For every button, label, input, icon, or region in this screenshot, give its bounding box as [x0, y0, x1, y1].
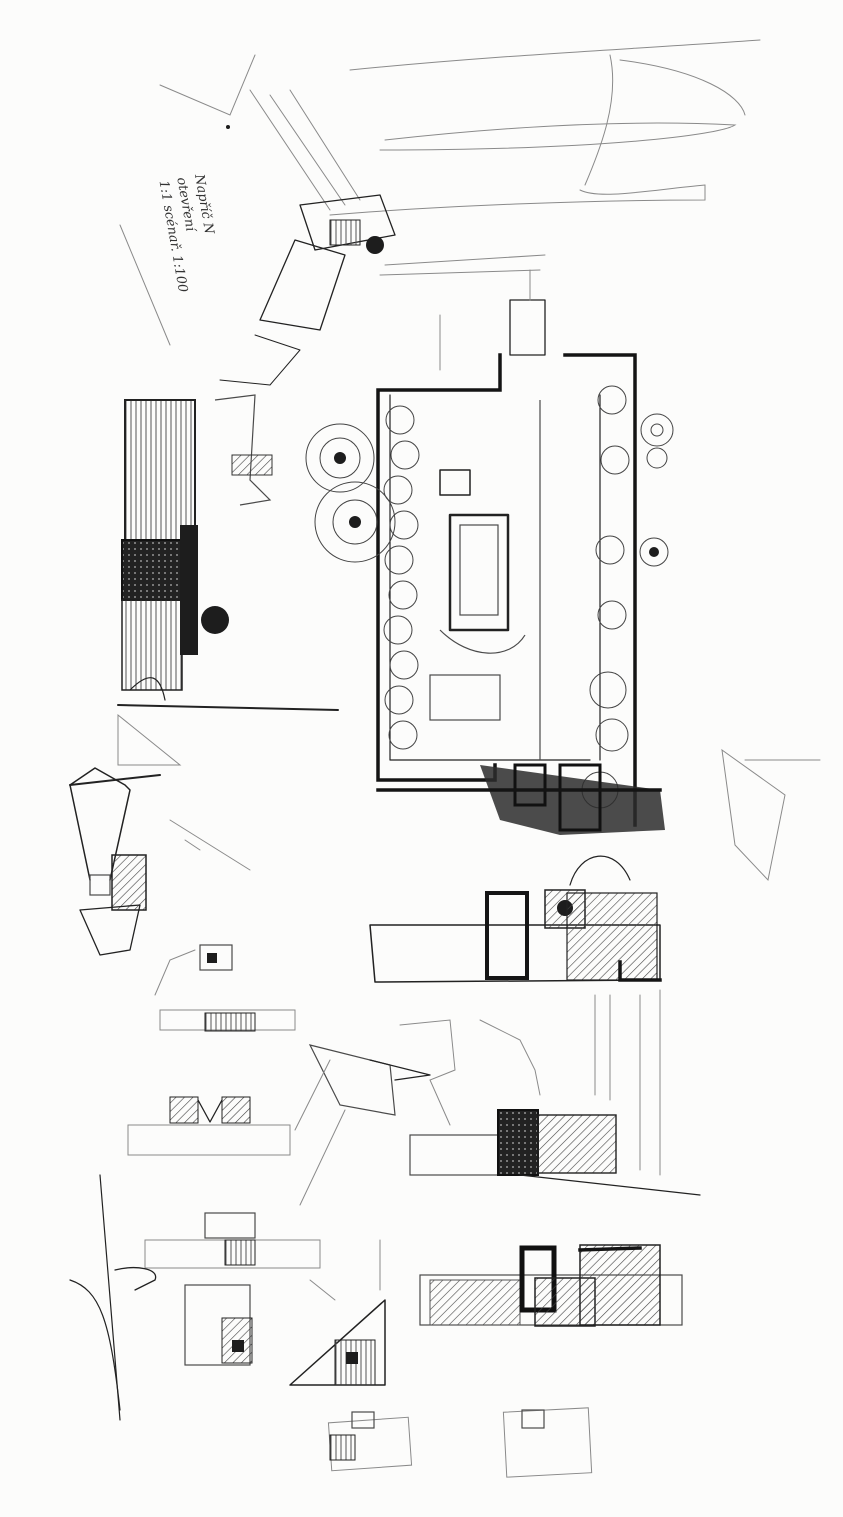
- plan-tree-loops-left: [383, 405, 420, 750]
- note-leader-line: [119, 224, 171, 346]
- plan-tree-loops-right: [581, 385, 630, 809]
- elevation-right-top: [369, 855, 662, 1176]
- bottom-left-sketches: [69, 1174, 386, 1421]
- elevation-left: [117, 394, 339, 766]
- bottom-small-frames: [327, 1407, 593, 1478]
- isometric-sketch-top: [219, 194, 546, 386]
- small-plan-sketches: [127, 944, 296, 1156]
- plan-large-trees: [305, 413, 674, 567]
- elevation-right-mid: [294, 1019, 701, 1206]
- site-plan-main: [305, 269, 674, 835]
- handwritten-notes: Napříč N otevření 1:1 scénař. 1:100: [156, 172, 217, 293]
- tower-sketch: [69, 767, 251, 956]
- right-side-wedge-sketch: [721, 748, 821, 882]
- top-scribble-group: [159, 39, 761, 216]
- elevation-right-bottom: [419, 1244, 683, 1327]
